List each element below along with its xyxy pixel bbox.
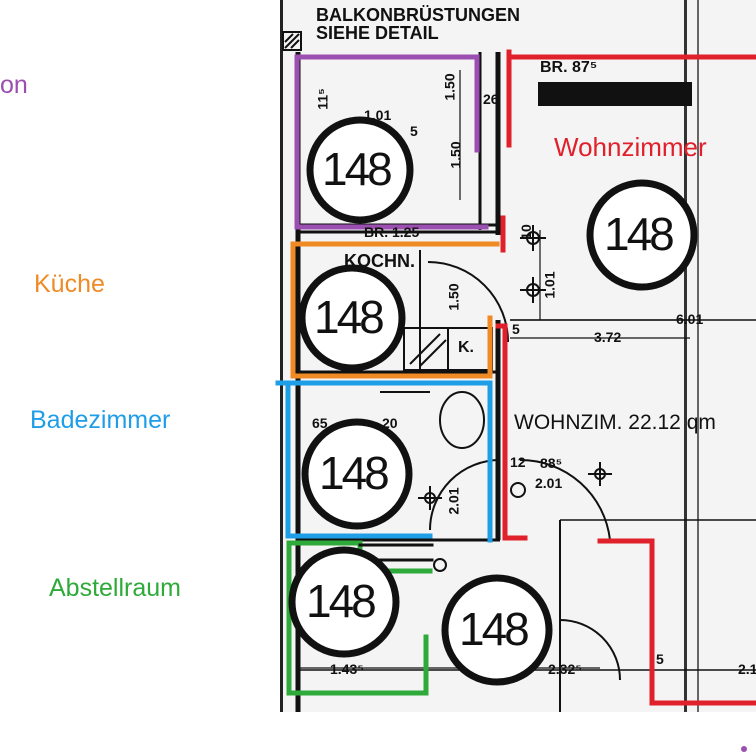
door-arc-living (519, 458, 611, 541)
hatch-box (282, 31, 302, 51)
plan-header-line2: SIEHE DETAIL (316, 23, 439, 43)
legend-badezimmer: Badezimmer (30, 406, 171, 434)
room-circle-kueche (298, 264, 406, 372)
room-number-wohnzimmer: 148 (604, 208, 675, 260)
corner-dot (741, 746, 747, 752)
dim-11-5: 11⁵ (314, 88, 331, 110)
door-arc-hall (559, 619, 621, 681)
bath-fixtures (380, 391, 485, 449)
plan-left-margin-line (280, 0, 283, 712)
room-number-abstell: 148 (306, 575, 377, 627)
badezimmer-outline (275, 380, 493, 543)
balkon-outline (294, 54, 489, 230)
room-circle-abstell (288, 546, 400, 658)
dim-5b: 5 (512, 321, 520, 337)
room-circle-balkon (306, 116, 414, 224)
legend-kueche: Küche (34, 270, 105, 298)
dim-5c: 5 (656, 651, 664, 667)
dim-26: 26 (483, 91, 499, 107)
dim-2-1: 2.1 (738, 661, 756, 677)
room-outlines (275, 49, 756, 706)
k-label: K. (458, 339, 474, 356)
dim-6-01: 6.01 (676, 311, 704, 327)
kitchen-label: KOCHN. (344, 251, 415, 271)
room-number-circles (288, 116, 698, 686)
dim-12: 12 (510, 454, 526, 470)
room-circle-flur (441, 574, 553, 686)
dim-1-01b: 1.01 (541, 271, 558, 299)
legend-wohnzimmer: Wohnzimmer (554, 132, 707, 162)
kitchen-window-label: BR. 1.25 (364, 224, 420, 240)
dim-65: 65 (312, 415, 328, 431)
dim-3-72: 3.72 (594, 329, 622, 345)
dim-2-01b: 2.01 (445, 487, 462, 515)
room-number-balkon: 148 (322, 143, 393, 195)
plan-right-edge-line-2 (697, 0, 699, 712)
legend-balkon-fragment: on (0, 71, 28, 99)
dim-10: 10 (517, 224, 534, 240)
dim-2-01a: 2.01 (535, 475, 563, 491)
room-number-flur: 148 (459, 603, 530, 655)
dim-20: 20 (382, 415, 398, 431)
dim-1-50c: 1.50 (445, 283, 462, 311)
dim-88-5: 88⁵ (540, 455, 563, 471)
kueche-outline (290, 241, 500, 379)
plan-right-edge-line (684, 0, 687, 712)
hatch-lines (284, 33, 300, 49)
dim-1-01: 1.01 (364, 107, 392, 123)
room-number-kueche: 148 (314, 291, 385, 343)
window-bar (538, 82, 692, 106)
plan-header-line1: BALKONBRÜSTUNGEN (316, 5, 520, 25)
room-circle-wohnzimmer (586, 179, 698, 291)
door-arc-bath (429, 459, 501, 531)
room-number-bad: 148 (319, 447, 390, 499)
dim-1-50a: 1.50 (441, 73, 458, 101)
dim-1-43-5: 1.43⁵ (330, 661, 364, 677)
dim-2-32-5: 2.32⁵ (548, 661, 582, 677)
dim-5a: 5 (410, 123, 418, 139)
room-circle-bad (301, 418, 413, 530)
wohnzimmer-outline (495, 49, 756, 706)
legend-abstellraum: Abstellraum (49, 574, 181, 602)
living-room-label: WOHNZIM. 22.12 qm (514, 411, 716, 434)
window-label: BR. 87⁵ (540, 59, 598, 76)
light-symbols (418, 225, 612, 572)
dim-1-50b: 1.50 (447, 141, 464, 169)
